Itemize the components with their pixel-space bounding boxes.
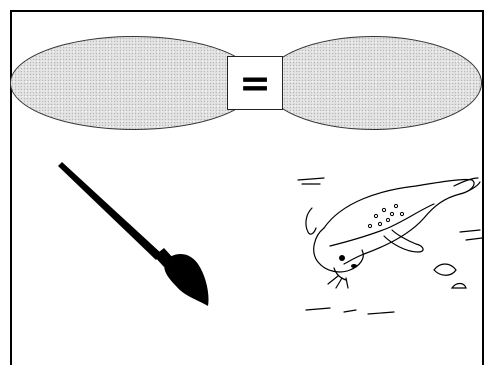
equals-sign: =	[239, 64, 271, 102]
equals-box: =	[227, 56, 283, 110]
seal-icon	[284, 162, 484, 322]
left-answer-oval[interactable]	[10, 36, 258, 130]
equation-bar: =	[10, 36, 482, 130]
right-answer-oval[interactable]	[264, 36, 482, 130]
paintbrush-icon	[52, 156, 222, 316]
